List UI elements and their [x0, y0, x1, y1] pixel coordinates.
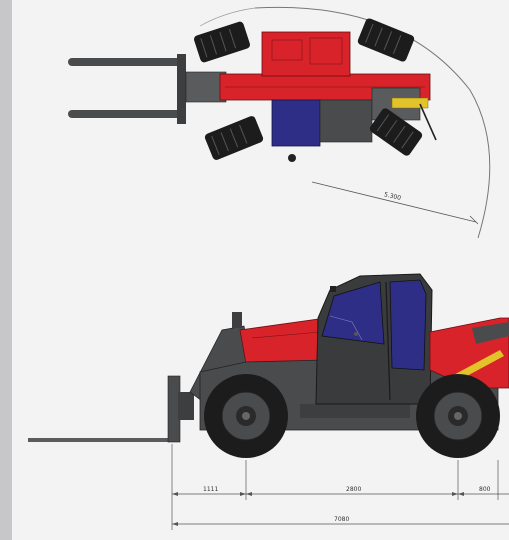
top-wheel-front-lower: [204, 116, 264, 160]
turning-radius-arc: [254, 6, 491, 239]
side-fork-tine: [28, 438, 178, 442]
side-cab-window-front: [321, 281, 385, 345]
top-fork-upper: [68, 58, 183, 66]
top-wheel-rear-upper: [357, 18, 415, 62]
top-cab-glass: [271, 99, 321, 147]
side-cab-window-rear: [389, 279, 427, 371]
top-chassis-red: [261, 31, 351, 77]
dim-rear-overhang: 800: [479, 486, 491, 493]
side-wheel-front: [204, 374, 288, 458]
dim-overall-length: 7080: [334, 516, 349, 523]
top-fork-carriage: [177, 54, 186, 124]
top-boom-head: [185, 71, 227, 103]
top-fork-lower: [68, 110, 183, 118]
side-boom-red: [239, 317, 327, 365]
top-engine-block: [319, 99, 373, 143]
side-wheel-rear: [416, 374, 500, 458]
side-view: 1111 2800 800 7080: [28, 273, 509, 530]
top-view: 5.300: [68, 6, 491, 239]
turning-radius-label: 5.300: [383, 191, 401, 202]
left-sidebar-strip: [0, 0, 12, 540]
top-hydraulic-yellow: [391, 97, 429, 109]
top-wheel-front-upper: [193, 21, 251, 63]
dim-wheelbase: 2800: [346, 486, 361, 493]
dim-front-overhang: 1111: [203, 486, 218, 493]
turning-radius-arc-tail: [199, 7, 256, 27]
top-wheel-rear-lower: [369, 108, 423, 156]
turning-radius-line: [311, 181, 477, 223]
